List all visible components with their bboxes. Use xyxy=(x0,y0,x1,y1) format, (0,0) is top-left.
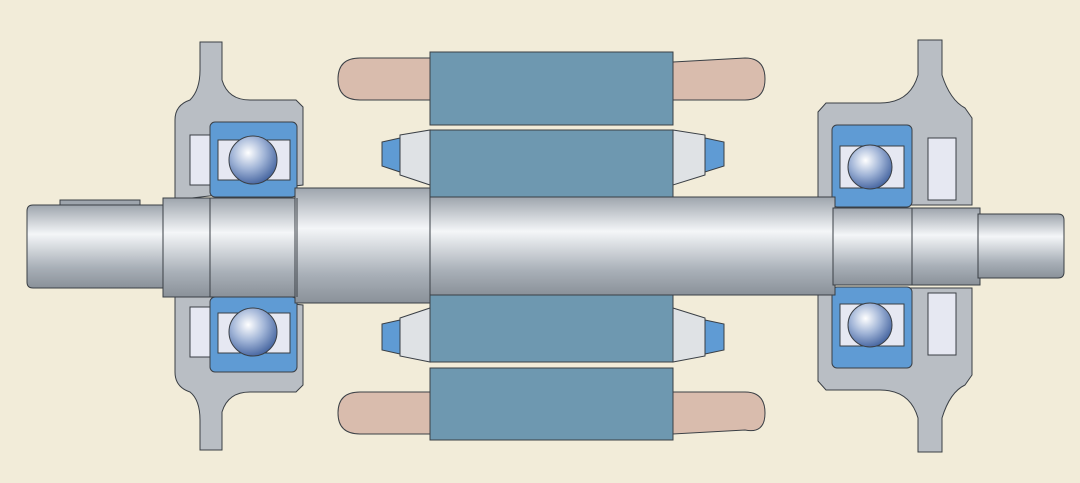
stator-top xyxy=(429,51,674,126)
ball-icon xyxy=(228,307,278,357)
stator-bottom xyxy=(429,367,674,441)
winding-top-left xyxy=(337,57,431,101)
rotor-bottom xyxy=(429,294,674,363)
winding-bottom-right xyxy=(672,391,766,435)
ball-icon xyxy=(847,144,893,190)
stator-rotor xyxy=(429,51,674,441)
winding-bottom-left xyxy=(337,391,431,435)
rotor-end-rings xyxy=(381,129,725,363)
right-bearings xyxy=(831,124,913,369)
shaft xyxy=(26,187,1065,304)
rotor-top xyxy=(429,129,674,198)
left-bearings xyxy=(209,121,298,373)
windings xyxy=(337,57,766,435)
ball-icon xyxy=(228,135,278,185)
winding-top-right xyxy=(672,57,766,101)
ball-icon xyxy=(847,302,893,348)
